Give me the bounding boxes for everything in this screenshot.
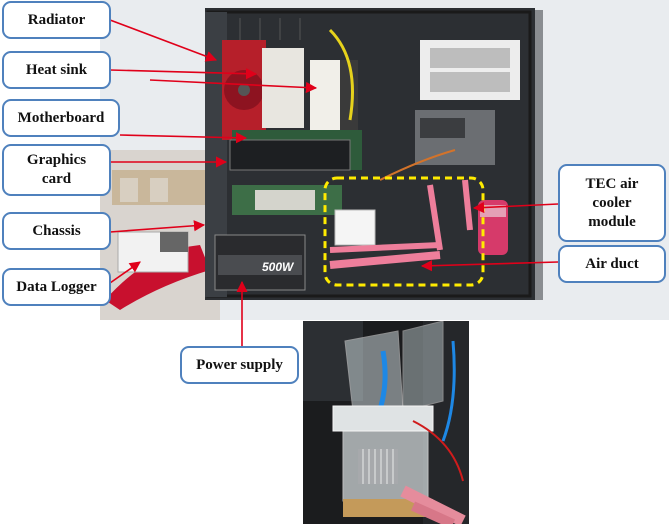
tec-module-label: TEC air cooler module (558, 164, 666, 242)
air-duct-arrow (420, 260, 559, 272)
tec-highlight-box (323, 176, 485, 287)
chassis-label: Chassis (2, 212, 111, 250)
data-logger-label: Data Logger (2, 268, 111, 306)
heat-sink-arrow-2 (149, 79, 318, 94)
motherboard-label: Motherboard (2, 99, 120, 137)
radiator-label: Radiator (2, 1, 111, 39)
tec-module-closeup-photo (303, 321, 469, 524)
data-logger-arrow (109, 261, 141, 284)
air-duct-label: Air duct (558, 245, 666, 283)
motherboard-arrow (119, 132, 248, 144)
tec-arrow (472, 201, 559, 214)
psu-model-text: 500W (262, 260, 295, 274)
power-supply-label: Power supply (180, 346, 299, 384)
heat-sink-label: Heat sink (2, 51, 111, 89)
heat-sink-arrow-1 (109, 68, 258, 80)
radiator-arrow (109, 19, 218, 62)
graphics-card-label: Graphics card (2, 144, 111, 196)
chassis-arrow (109, 220, 206, 233)
data-logger-device (105, 231, 210, 310)
